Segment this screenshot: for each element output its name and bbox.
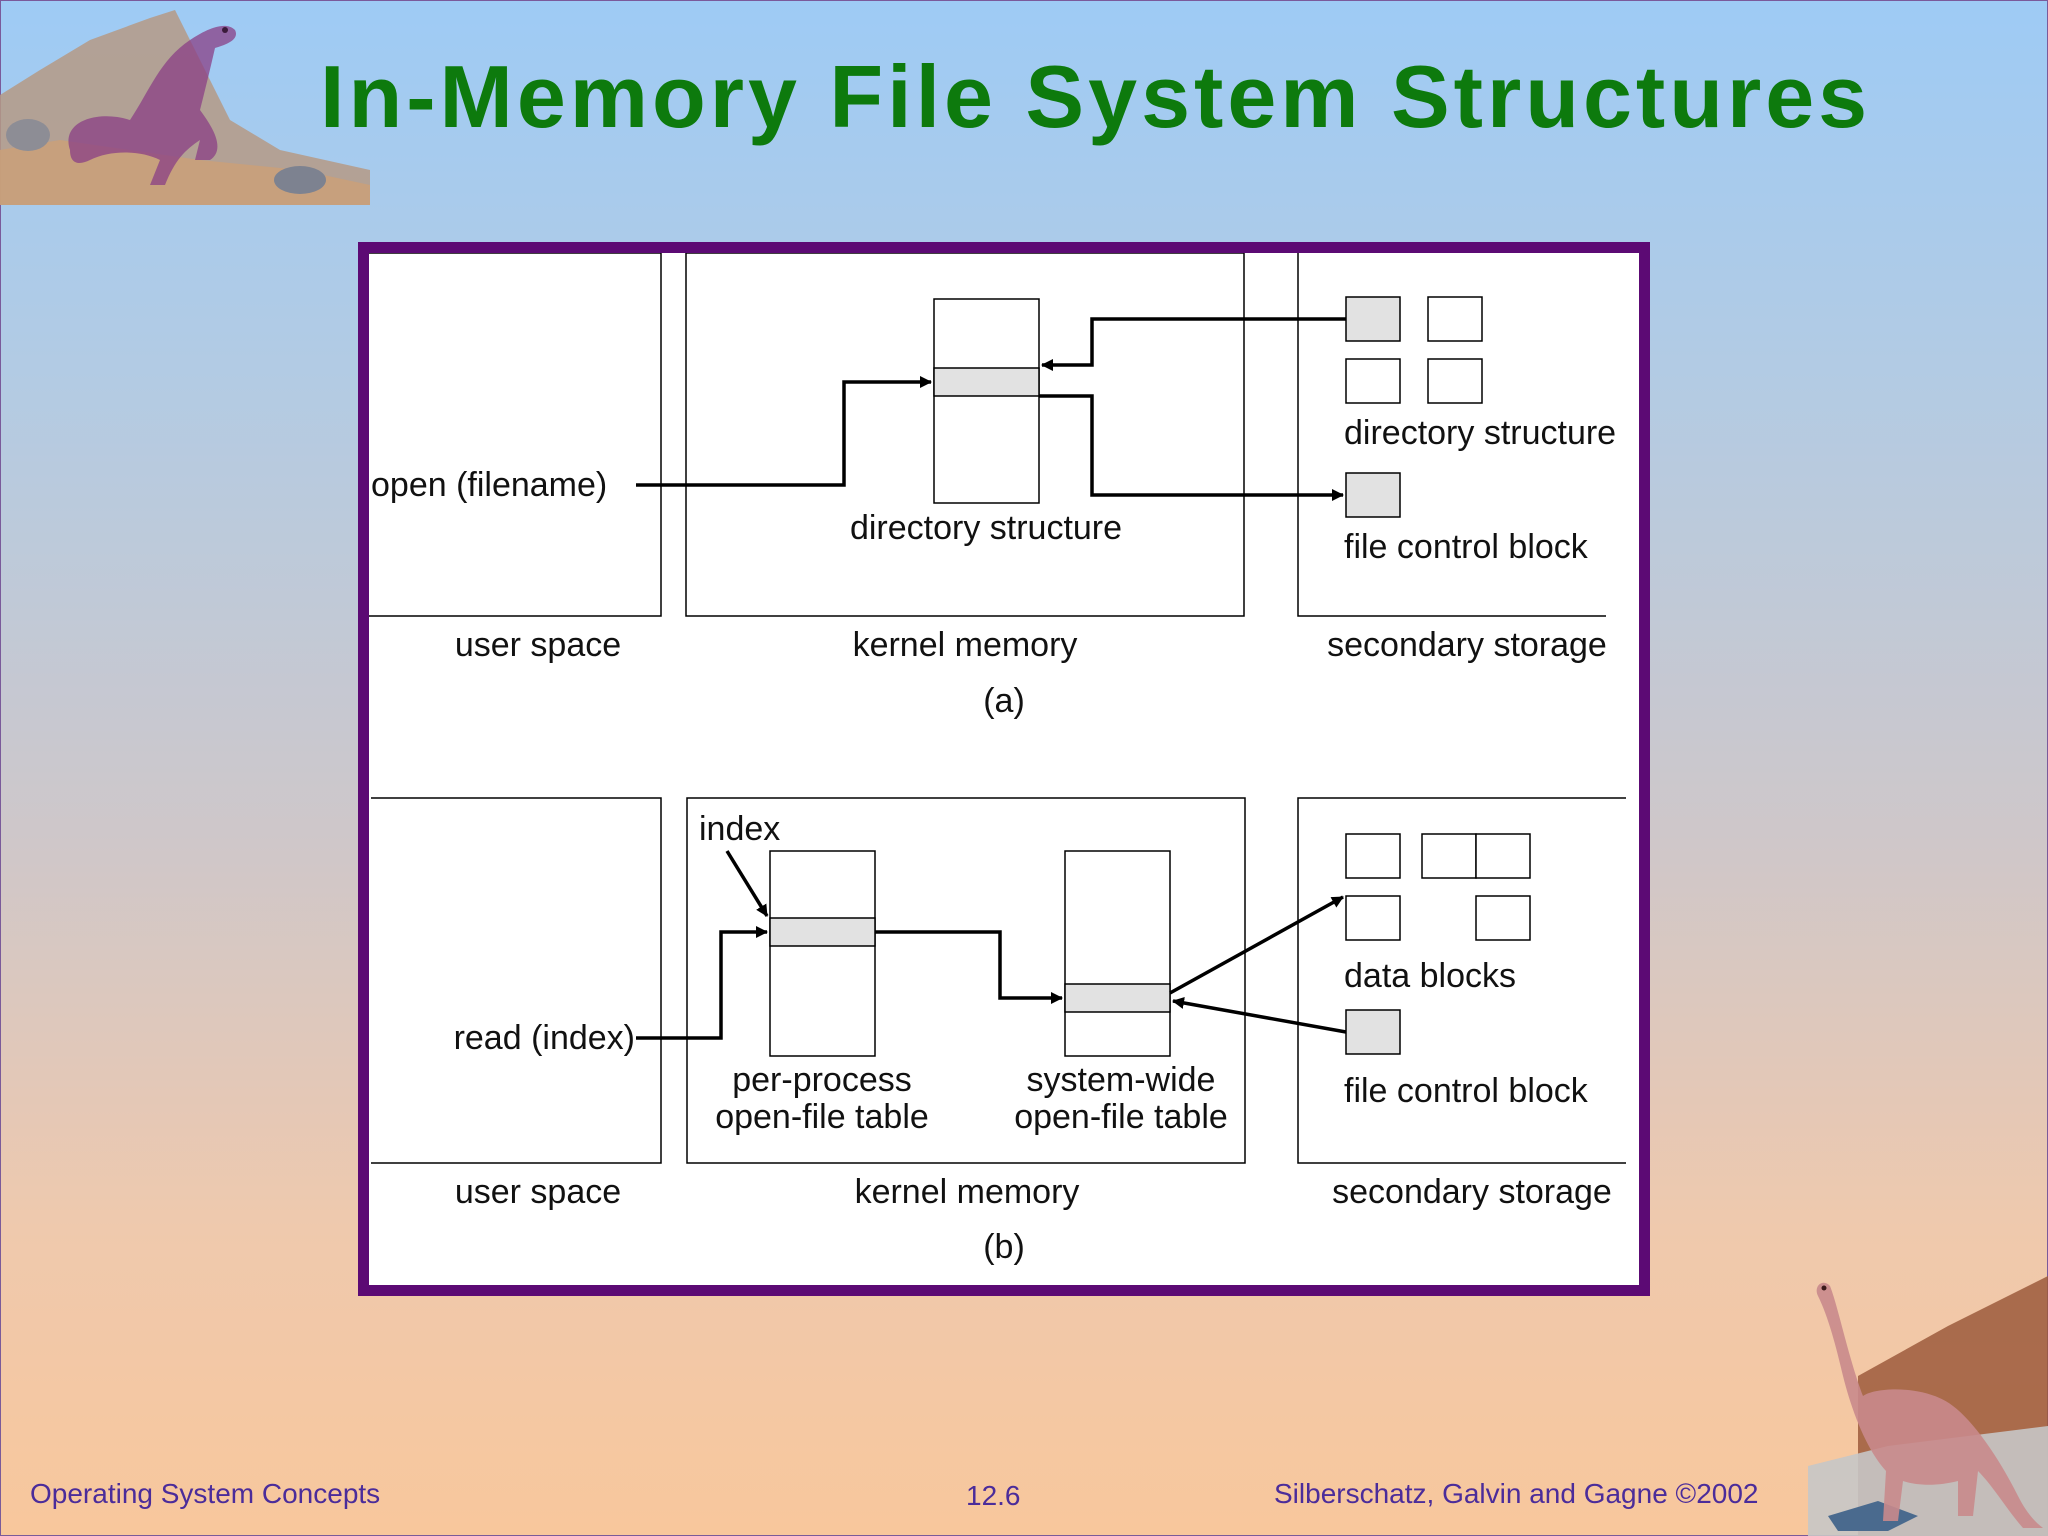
user-space-label-a: user space — [455, 626, 621, 664]
storage-block — [1427, 358, 1483, 404]
directory-structure-table — [933, 298, 1040, 504]
arrow-read-to-per-process — [636, 926, 768, 1040]
user-space-label-b: user space — [455, 1173, 621, 1211]
storage-fcb-label-b: file control block — [1344, 1072, 1589, 1110]
secondary-storage-region-a — [1297, 253, 1606, 617]
per-process-label-line1: per-process — [732, 1061, 912, 1099]
user-space-region-b — [371, 797, 662, 1164]
system-wide-label-line1: system-wide — [1027, 1061, 1216, 1099]
caption-b: (b) — [983, 1228, 1025, 1266]
secondary-storage-label-b: secondary storage — [1332, 1173, 1612, 1211]
system-wide-label-line2: open-file table — [1014, 1098, 1228, 1136]
data-block — [1475, 833, 1531, 879]
brontosaurus-illustration — [1808, 1276, 2048, 1536]
index-label: index — [699, 810, 780, 848]
part-b: index read (index) per-process open-file… — [371, 797, 1626, 1266]
part-a: open (filename) directory structure dire… — [369, 253, 1616, 720]
file-control-block-a — [1345, 472, 1401, 518]
kernel-memory-region-a — [685, 253, 1245, 617]
storage-block — [1345, 358, 1401, 404]
per-process-entry-highlight — [769, 917, 876, 947]
data-block — [1475, 895, 1531, 941]
kernel-memory-label-b: kernel memory — [855, 1173, 1080, 1211]
data-block — [1345, 895, 1401, 941]
system-wide-open-file-table — [1064, 850, 1171, 1057]
footer-copyright: Silberschatz, Galvin and Gagne ©2002 — [1274, 1478, 1759, 1509]
data-block — [1345, 833, 1401, 879]
per-process-open-file-table — [769, 850, 876, 1057]
footer-slide-number: 12.6 — [966, 1480, 1021, 1511]
file-system-diagram: open (filename) directory structure dire… — [369, 253, 1626, 1266]
kernel-directory-label: directory structure — [850, 509, 1122, 547]
data-blocks-label: data blocks — [1344, 957, 1516, 995]
user-space-region-a — [369, 253, 662, 617]
file-control-block-b — [1345, 1009, 1401, 1055]
read-call-label: read (index) — [454, 1019, 635, 1057]
data-block — [1421, 833, 1477, 879]
arrow-system-wide-to-data-blocks — [1169, 895, 1344, 995]
footer-course-title: Operating System Concepts — [30, 1478, 381, 1509]
slide-title: In-Memory File System Structures — [320, 47, 1872, 146]
arrow-storage-to-directory — [1041, 317, 1346, 371]
storage-block — [1427, 296, 1483, 342]
kernel-memory-region-b — [686, 797, 1246, 1164]
t-rex-illustration — [0, 10, 370, 205]
caption-a: (a) — [983, 682, 1025, 720]
storage-block-highlight — [1345, 296, 1401, 342]
per-process-label-line2: open-file table — [715, 1098, 929, 1136]
arrow-open-to-directory — [636, 376, 932, 487]
diagram-frame: open (filename) directory structure dire… — [358, 242, 1650, 1296]
open-call-label: open (filename) — [371, 466, 607, 504]
kernel-memory-label-a: kernel memory — [853, 626, 1078, 664]
arrow-fcb-to-system-wide — [1172, 997, 1347, 1034]
storage-directory-label: directory structure — [1344, 414, 1616, 452]
secondary-storage-region-b — [1297, 797, 1626, 1164]
directory-entry-highlight — [933, 367, 1040, 397]
arrow-directory-to-fcb — [1039, 394, 1344, 501]
arrow-per-process-to-system-wide — [875, 930, 1063, 1004]
system-wide-entry-highlight — [1064, 983, 1171, 1013]
secondary-storage-label-a: secondary storage — [1327, 626, 1607, 664]
storage-fcb-label-a: file control block — [1344, 528, 1589, 566]
arrow-index-pointer — [725, 850, 769, 917]
